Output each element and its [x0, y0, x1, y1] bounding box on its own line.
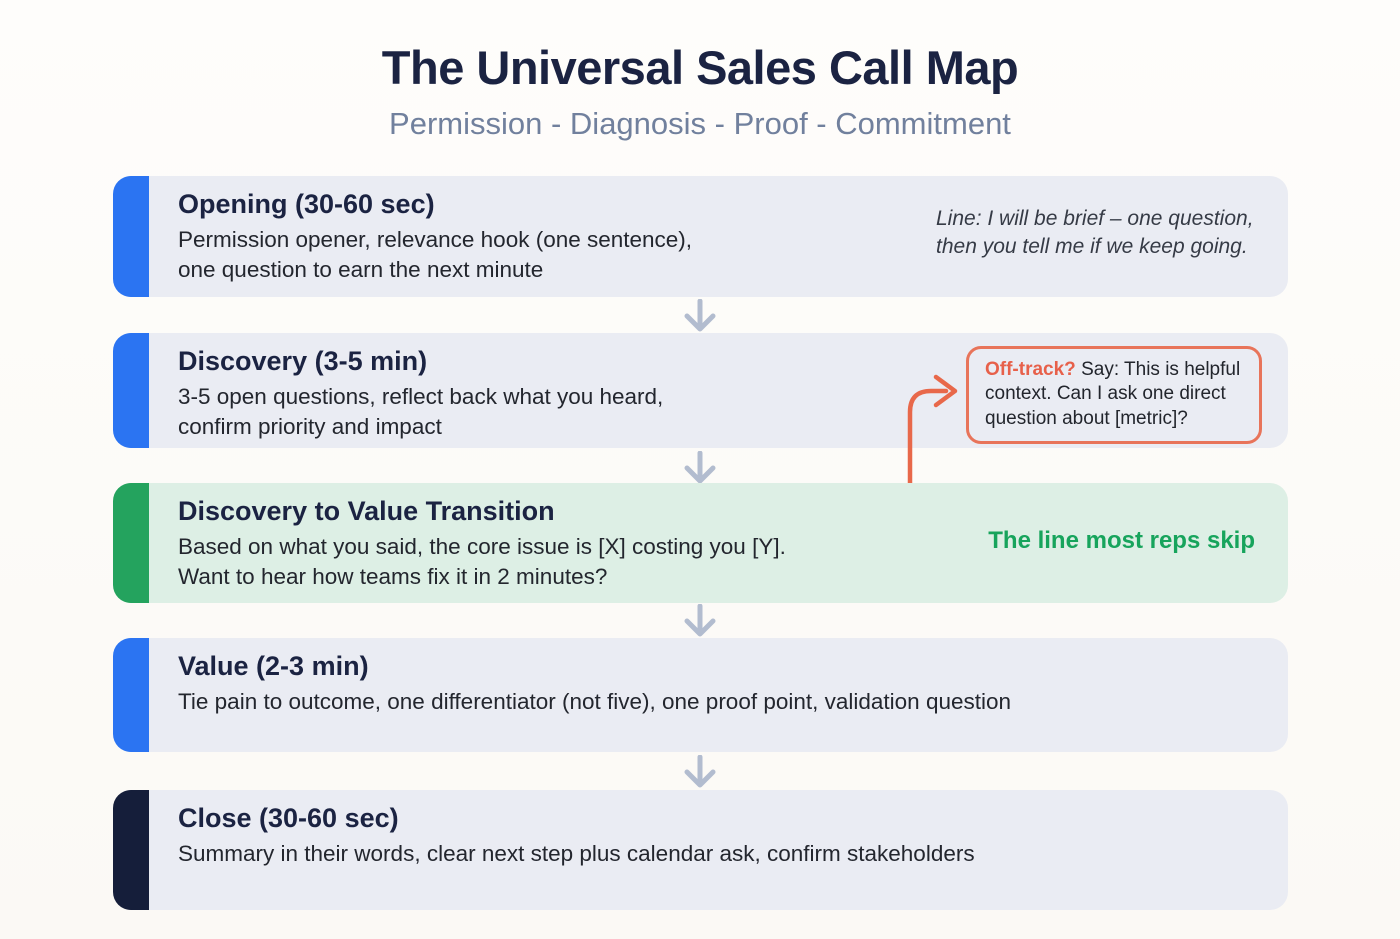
stage-body-discovery: 3-5 open questions, reflect back what yo… — [178, 384, 664, 439]
stage-title-value: Value (2-3 min) — [178, 651, 369, 681]
stage-card-content: Discovery to Value Transition Based on w… — [149, 483, 1288, 603]
stage-accent-bar — [113, 483, 149, 603]
off-track-callout-text: Say: This is helpful context. Can I ask … — [985, 359, 1241, 429]
stage-card-content: Close (30-60 sec) Summary in their words… — [149, 790, 1288, 910]
opening-script-line-note: Line: I will be brief – one question, th… — [936, 207, 1254, 259]
stage-body-value: Tie pain to outcome, one differentiator … — [178, 689, 1012, 714]
stage-title-transition: Discovery to Value Transition — [178, 496, 555, 526]
stage-card-transition: Discovery to Value Transition Based on w… — [113, 483, 1288, 603]
page-subtitle: Permission - Diagnosis - Proof - Commitm… — [389, 106, 1011, 141]
stage-card-content: Opening (30-60 sec) Permission opener, r… — [149, 176, 1288, 297]
stage-accent-bar — [113, 790, 149, 910]
arrow-down-icon — [684, 755, 716, 788]
stage-accent-bar — [113, 333, 149, 448]
off-track-callout-label: Off-track? — [985, 359, 1076, 380]
arrow-down-icon — [684, 299, 716, 332]
stage-accent-bar — [113, 176, 149, 297]
stage-title-opening: Opening (30-60 sec) — [178, 189, 435, 219]
off-track-callout: Off-track? Say: This is helpful context.… — [966, 346, 1262, 444]
stage-title-close: Close (30-60 sec) — [178, 803, 399, 833]
stage-body-transition: Based on what you said, the core issue i… — [178, 534, 786, 589]
stage-accent-bar — [113, 638, 149, 752]
stage-title-discovery: Discovery (3-5 min) — [178, 346, 428, 376]
stage-card-content: Value (2-3 min) Tie pain to outcome, one… — [149, 638, 1288, 752]
transition-highlight-note: The line most reps skip — [988, 527, 1255, 554]
stage-card-content: Discovery (3-5 min) 3-5 open questions, … — [149, 333, 1288, 448]
stage-card-value: Value (2-3 min) Tie pain to outcome, one… — [113, 638, 1288, 752]
offtrack-connector-arrow-icon — [907, 374, 958, 488]
arrow-down-icon — [684, 451, 716, 484]
stage-card-close: Close (30-60 sec) Summary in their words… — [113, 790, 1288, 910]
stage-card-opening: Opening (30-60 sec) Permission opener, r… — [113, 176, 1288, 297]
arrow-down-icon — [684, 604, 716, 637]
page-title: The Universal Sales Call Map — [381, 41, 1019, 94]
stage-body-opening: Permission opener, relevance hook (one s… — [178, 227, 693, 282]
stage-card-discovery: Discovery (3-5 min) 3-5 open questions, … — [113, 333, 1288, 448]
stage-body-close: Summary in their words, clear next step … — [178, 841, 975, 866]
